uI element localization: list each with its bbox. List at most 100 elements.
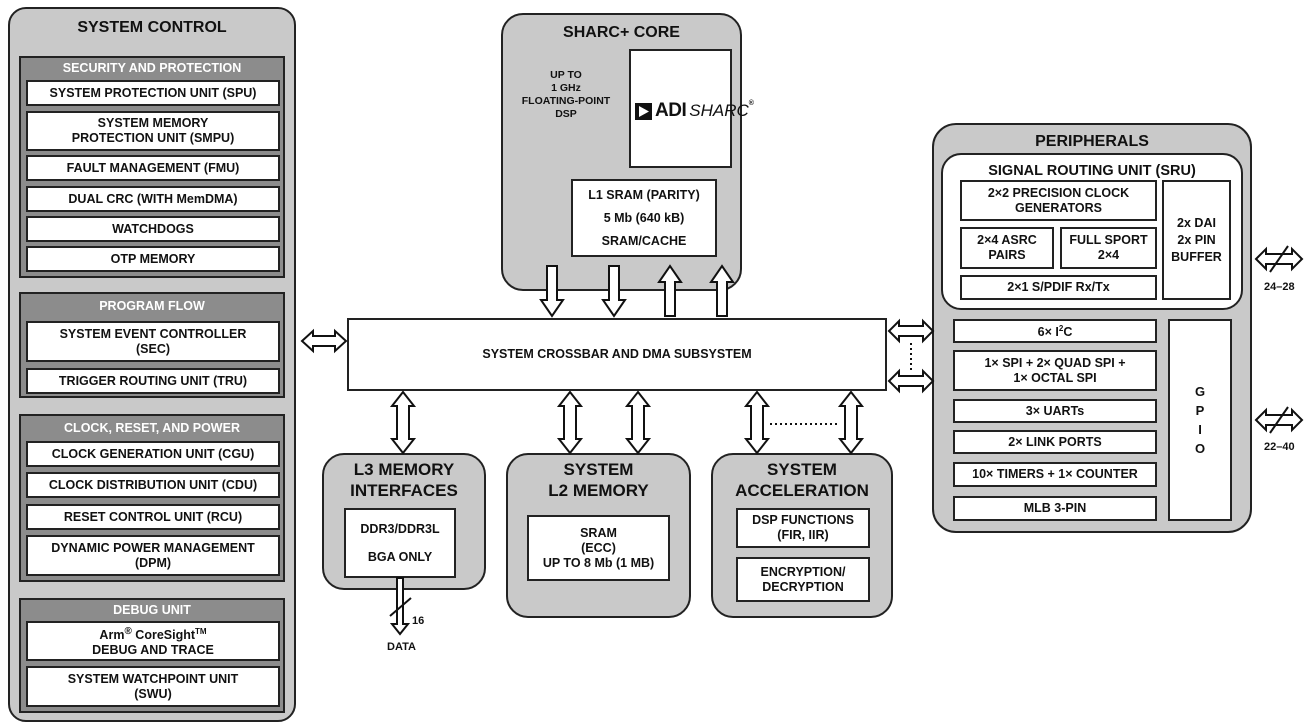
fmu-box: FAULT MANAGEMENT (FMU) [26, 155, 280, 181]
dsp-functions-box: DSP FUNCTIONS (FIR, IIR) [736, 508, 870, 548]
gpio-pins-label: 22–40 [1264, 441, 1295, 453]
dual-crc-box: DUAL CRC (WITH MemDMA) [26, 186, 280, 212]
gpio-letter-i: I [1198, 420, 1202, 439]
core-spec-line-2: 1 GHz [510, 82, 622, 95]
ddr3-box: DDR3/DDR3L BGA ONLY [344, 508, 456, 578]
peripherals-title: PERIPHERALS [934, 132, 1250, 151]
uarts-box: 3× UARTs [953, 399, 1157, 423]
sharc-core-title: SHARC+ CORE [503, 23, 740, 42]
l1-label-2: 5 Mb (640 kB) [604, 207, 685, 230]
uarts-label: 3× UARTs [1026, 404, 1084, 419]
l3-crossbar-arrow [392, 392, 414, 453]
timers-label: 10× TIMERS + 1× COUNTER [972, 467, 1138, 482]
l2-sram-label-3: UP TO 8 Mb (1 MB) [543, 556, 654, 571]
accel-title: SYSTEM ACCELERATION [713, 459, 891, 501]
fmu-label: FAULT MANAGEMENT (FMU) [67, 161, 240, 176]
gpio-letter-g: G [1195, 382, 1205, 401]
sharc-product-text: SHARC [689, 101, 749, 121]
spi-box: 1× SPI + 2× QUAD SPI + 1× OCTAL SPI [953, 350, 1157, 391]
spi-label-2: 1× OCTAL SPI [1013, 371, 1096, 386]
gpio-box: G P I O [1168, 319, 1232, 521]
sharc-registered-mark: ® [749, 100, 754, 107]
smpu-box: SYSTEM MEMORY PROTECTION UNIT (SMPU) [26, 111, 280, 151]
sec-label-2: (SEC) [136, 342, 170, 357]
gpio-letter-o: O [1195, 439, 1205, 458]
asrc-label-1: 2×4 ASRC [977, 233, 1037, 248]
asrc-box: 2×4 ASRC PAIRS [960, 227, 1054, 269]
accel-title-1: SYSTEM [713, 459, 891, 480]
i2c-box: 6× I2C [953, 319, 1157, 343]
link-ports-box: 2× LINK PORTS [953, 430, 1157, 454]
gpio-letter-p: P [1196, 401, 1205, 420]
l2-title: SYSTEM L2 MEMORY [508, 459, 689, 501]
tru-box: TRIGGER ROUTING UNIT (TRU) [26, 368, 280, 394]
dpm-box: DYNAMIC POWER MANAGEMENT (DPM) [26, 535, 280, 576]
encryption-box: ENCRYPTION/ DECRYPTION [736, 557, 870, 602]
swu-box: SYSTEM WATCHPOINT UNIT (SWU) [26, 666, 280, 707]
watchdogs-label: WATCHDOGS [112, 222, 194, 237]
periph-crossbar-arrow-2 [889, 371, 933, 391]
dai-external-arrow [1256, 249, 1302, 269]
link-ports-label: 2× LINK PORTS [1008, 435, 1101, 450]
l2-sram-label-1: SRAM [580, 526, 617, 541]
l2-title-1: SYSTEM [508, 459, 689, 480]
sysctl-crossbar-arrow [302, 331, 346, 351]
adi-brand-text: ADI [655, 100, 686, 122]
sharc-logo: ADI SHARC ® [635, 100, 754, 122]
dai-label-2: 2x PIN [1177, 232, 1215, 249]
ddr-bus-width-label: 16 [412, 615, 424, 627]
otp-box: OTP MEMORY [26, 246, 280, 272]
l1-label-1: L1 SRAM (PARITY) [588, 184, 700, 207]
pcg-box: 2×2 PRECISION CLOCK GENERATORS [960, 180, 1157, 221]
rcu-box: RESET CONTROL UNIT (RCU) [26, 504, 280, 530]
smpu-label-2: PROTECTION UNIT (SMPU) [72, 131, 235, 146]
registered-mark: ® [124, 626, 131, 637]
swu-label-2: (SWU) [134, 687, 172, 702]
cgu-label: CLOCK GENERATION UNIT (CGU) [52, 447, 255, 462]
sharc-logo-box: ADI SHARC ® [629, 49, 732, 168]
dai-pins-label: 24–28 [1264, 281, 1295, 293]
tru-label: TRIGGER ROUTING UNIT (TRU) [59, 374, 247, 389]
l1-label-3: SRAM/CACHE [602, 230, 687, 253]
dpm-label-2: (DPM) [135, 556, 171, 571]
sru-title: SIGNAL ROUTING UNIT (SRU) [943, 162, 1241, 181]
cdu-label: CLOCK DISTRIBUTION UNIT (CDU) [49, 478, 257, 493]
spi-label-1: 1× SPI + 2× QUAD SPI + [984, 356, 1125, 371]
trademark-mark: TM [195, 627, 207, 636]
accel-title-2: ACCELERATION [713, 480, 891, 501]
adi-triangle-icon [635, 103, 652, 120]
coresight-label-1: Arm® CoreSightTM [99, 624, 206, 643]
ddr-bus-slash [390, 598, 411, 616]
gpio-bus-slash [1270, 407, 1288, 433]
dsp-label-1: DSP FUNCTIONS [752, 513, 854, 528]
dpm-label-1: DYNAMIC POWER MANAGEMENT [51, 541, 254, 556]
timers-box: 10× TIMERS + 1× COUNTER [953, 462, 1157, 487]
cdu-box: CLOCK DISTRIBUTION UNIT (CDU) [26, 472, 280, 498]
accel-crossbar-arrow-2 [840, 392, 862, 453]
dai-box: 2x DAI 2x PIN BUFFER [1162, 180, 1231, 300]
l3-title-2: INTERFACES [324, 480, 484, 501]
rcu-label: RESET CONTROL UNIT (RCU) [64, 510, 242, 525]
core-spec-text: UP TO 1 GHz FLOATING-POINT DSP [510, 69, 622, 121]
spdif-label: 2×1 S/PDIF Rx/Tx [1007, 280, 1109, 295]
full-sport-box: FULL SPORT 2×4 [1060, 227, 1157, 269]
l3-title: L3 MEMORY INTERFACES [324, 459, 484, 501]
l2-sram-box: SRAM (ECC) UP TO 8 Mb (1 MB) [527, 515, 670, 581]
pcg-label-2: GENERATORS [1015, 201, 1102, 216]
spdif-box: 2×1 S/PDIF Rx/Tx [960, 275, 1157, 300]
core-spec-line-3: FLOATING-POINT [510, 95, 622, 108]
clock-title: CLOCK, RESET, AND POWER [21, 421, 283, 436]
i2c-label: 6× I2C [1038, 321, 1073, 340]
coresight-text: CoreSight [132, 628, 195, 642]
watchdogs-box: WATCHDOGS [26, 216, 280, 242]
debug-title: DEBUG UNIT [21, 603, 283, 618]
dai-label-1: 2x DAI [1177, 215, 1216, 232]
spu-box: SYSTEM PROTECTION UNIT (SPU) [26, 80, 280, 106]
sport-label-1: FULL SPORT [1069, 233, 1147, 248]
i2c-suffix: C [1063, 326, 1072, 340]
sec-label-1: SYSTEM EVENT CONTROLLER [60, 327, 247, 342]
dai-bus-slash [1270, 246, 1288, 272]
periph-crossbar-arrow-1 [889, 321, 933, 341]
coresight-label-2: DEBUG AND TRACE [92, 643, 214, 658]
swu-label-1: SYSTEM WATCHPOINT UNIT [68, 672, 239, 687]
